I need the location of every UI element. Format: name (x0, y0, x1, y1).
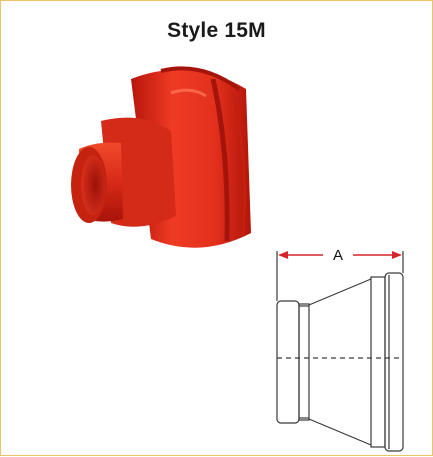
technical-drawing (276, 251, 404, 452)
fitting-photo (71, 66, 251, 248)
arrow-right-icon (392, 251, 402, 259)
arrow-left-icon (278, 251, 288, 259)
dimension-a: A (278, 247, 402, 264)
product-title: Style 15M (167, 19, 266, 42)
dimension-label: A (333, 247, 343, 264)
